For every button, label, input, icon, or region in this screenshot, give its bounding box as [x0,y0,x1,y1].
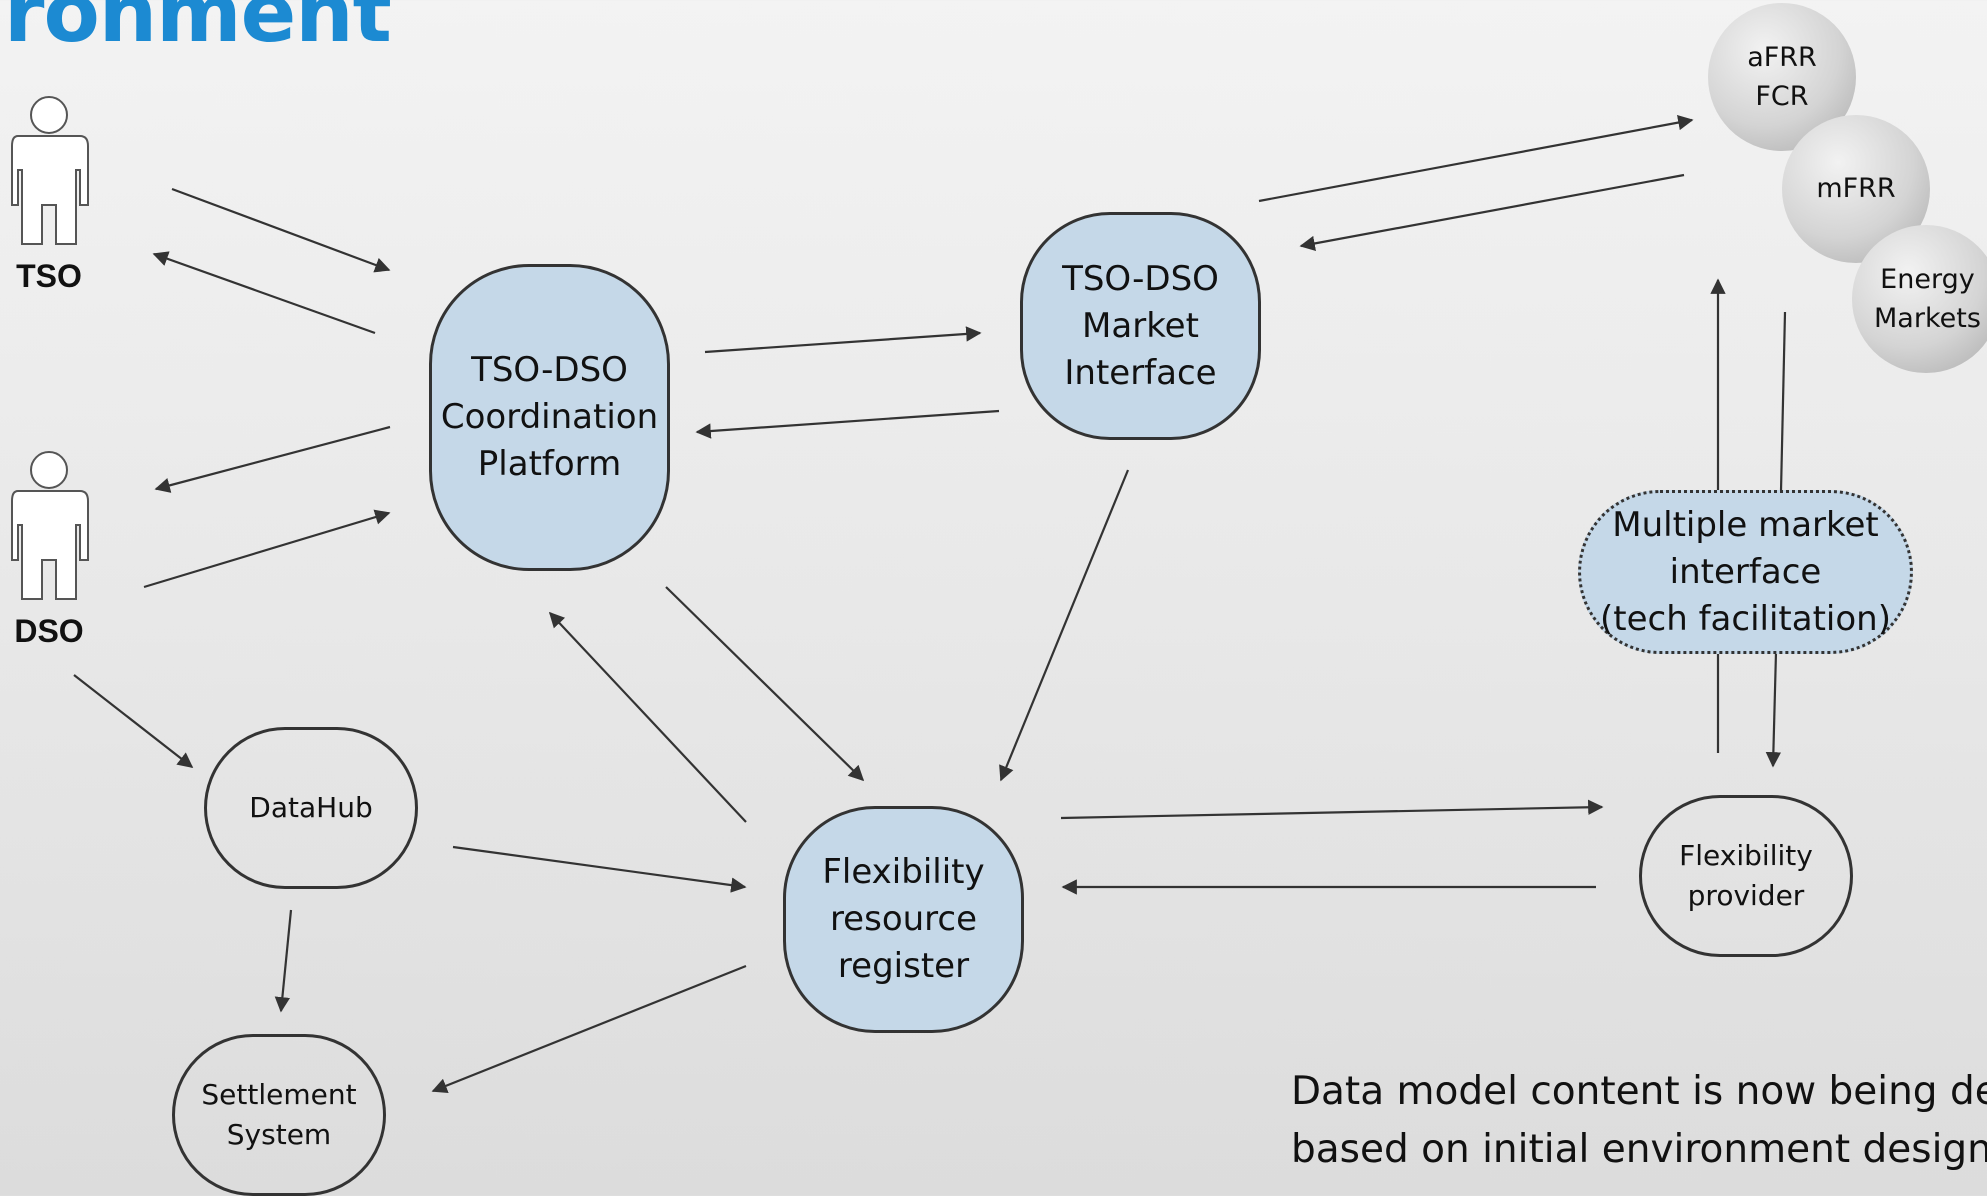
settlement-system-node: Settlement System [172,1034,386,1196]
note-line-1: Data model content is now being de [1291,1069,1987,1114]
arrow-register-to-settlement [431,964,747,1094]
arrow-markets-to-mmi [1779,311,1787,492]
multiple-market-interface-node: Multiple market interface (tech facilita… [1578,490,1913,654]
arrow-dso-to-datahub [73,674,194,768]
arrow-coordination-to-tso [152,251,376,335]
arrow-coordination-to-market [704,326,982,354]
mfrr-market-bubble: mFRR [1782,115,1930,263]
page-title: ronment [4,0,392,61]
arrow-register-to-coordination [548,611,747,823]
arrow-register-to-provider [1060,799,1604,820]
arrow-market-to-register [999,469,1130,782]
dso-person-icon [11,451,89,600]
dso-label: DSO [14,613,84,649]
arrow-afrr-to-market [1299,173,1685,252]
arrow-datahub-to-settlement [274,909,293,1013]
arrow-mmi-to-provider [1765,651,1782,768]
flexibility-register-node: Flexibility resource register [783,806,1024,1033]
arrow-dso-to-coordination [143,509,391,589]
arrow-coordination-to-register [665,586,865,782]
flexibility-provider-node: Flexibility provider [1639,795,1853,957]
data-model-note: Data model content is now being de based… [1291,1063,1987,1179]
tso-person-icon [11,96,89,245]
arrow-tso-to-coordination [171,187,391,273]
note-line-2: based on initial environment design [1291,1127,1987,1172]
tso-label: TSO [16,258,82,294]
market-interface-node: TSO-DSO Market Interface [1020,212,1261,440]
coordination-platform-node: TSO-DSO Coordination Platform [429,264,670,571]
arrow-market-to-afrr [1258,114,1694,203]
arrow-coordination-to-dso [154,425,391,493]
connector-arrows [73,114,1787,1094]
energy-markets-bubble: Energy Markets [1852,225,1987,373]
afrr-fcr-market-bubble: aFRR FCR [1708,3,1856,151]
arrow-market-to-coordination [695,409,1000,439]
arrow-datahub-to-register [452,845,747,893]
datahub-node: DataHub [204,727,418,889]
